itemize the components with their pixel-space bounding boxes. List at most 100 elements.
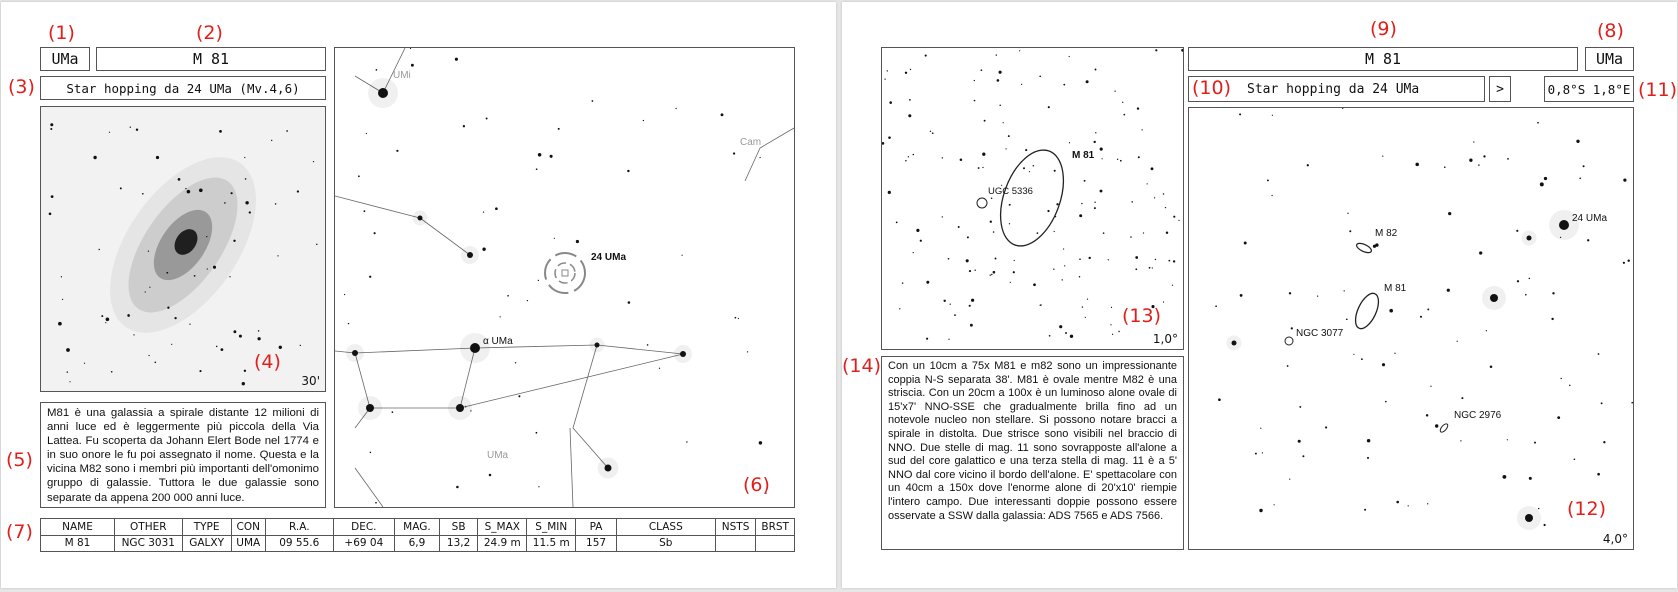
star <box>1456 340 1458 342</box>
star <box>646 344 649 346</box>
star <box>396 149 399 152</box>
star <box>1084 316 1086 318</box>
star <box>193 275 196 277</box>
star <box>1168 259 1171 262</box>
star <box>1528 476 1532 480</box>
star <box>66 348 70 352</box>
star <box>642 119 645 122</box>
star <box>734 316 737 319</box>
star <box>553 237 556 239</box>
star <box>69 381 71 383</box>
star <box>1048 334 1051 337</box>
star <box>1516 280 1520 283</box>
star <box>1056 203 1059 206</box>
table-cell: 24.9 m <box>477 534 528 552</box>
star <box>904 71 908 75</box>
bright-star <box>378 88 388 98</box>
star <box>1415 162 1419 167</box>
star <box>1009 281 1011 283</box>
star <box>889 101 892 104</box>
star <box>882 142 885 145</box>
star <box>968 304 971 307</box>
star <box>947 257 950 260</box>
star <box>1551 317 1554 321</box>
object-name-box: M 81 <box>96 47 326 71</box>
star <box>244 178 247 180</box>
star <box>992 231 995 233</box>
star <box>998 70 1002 74</box>
star <box>907 156 910 158</box>
star <box>989 220 992 223</box>
label-m81: M 81 <box>1072 150 1095 161</box>
star <box>1150 167 1154 171</box>
star <box>1266 179 1269 182</box>
star <box>215 345 218 348</box>
star <box>941 216 943 218</box>
star <box>1286 365 1289 367</box>
bright-star <box>352 350 358 356</box>
marker-1: (1) <box>48 22 75 44</box>
star <box>1068 55 1070 58</box>
bright-star <box>594 342 600 348</box>
star <box>973 99 976 102</box>
star <box>66 371 69 373</box>
star <box>363 210 366 213</box>
star <box>965 259 969 263</box>
star <box>230 192 233 195</box>
star <box>1123 113 1126 116</box>
marker-8: (8) <box>1597 20 1624 42</box>
star <box>1020 83 1023 86</box>
star <box>1025 149 1028 152</box>
star <box>1101 158 1103 160</box>
star <box>495 207 498 211</box>
star <box>1430 385 1432 387</box>
star <box>1033 283 1036 287</box>
marker-12: (12) <box>1567 498 1607 520</box>
star <box>901 282 904 284</box>
table-header-ra: R.A. <box>264 518 334 536</box>
star <box>1099 189 1103 193</box>
star <box>1623 178 1627 182</box>
star <box>912 252 914 254</box>
star <box>199 370 202 373</box>
star <box>1427 503 1429 505</box>
star <box>274 203 277 205</box>
star <box>992 270 996 274</box>
object-name-box-right: M 81 <box>1188 47 1578 71</box>
star <box>409 48 412 50</box>
hop-title-box: Star hopping da 24 UMa (Mv.4,6) <box>40 76 326 100</box>
star <box>1394 352 1396 354</box>
star <box>1114 90 1116 92</box>
star <box>1552 292 1555 295</box>
star <box>1507 158 1509 160</box>
star <box>884 78 886 80</box>
star <box>537 279 540 282</box>
star <box>977 167 980 169</box>
star <box>514 362 517 364</box>
star <box>1178 219 1180 222</box>
star <box>1081 202 1083 205</box>
star <box>1366 438 1371 443</box>
star <box>1290 327 1293 330</box>
star <box>499 316 501 318</box>
star <box>58 321 62 326</box>
star <box>1215 305 1217 308</box>
label-24-uma: 24 UMa <box>591 252 626 263</box>
star <box>369 275 372 278</box>
star <box>1032 164 1035 167</box>
constellation-box-right: UMa <box>1585 47 1634 71</box>
star <box>233 239 236 242</box>
label-ngc2976: NGC 2976 <box>1454 410 1502 421</box>
star <box>1078 275 1081 278</box>
star <box>982 152 986 156</box>
star <box>189 323 191 325</box>
star <box>507 294 509 297</box>
star <box>1260 427 1262 429</box>
m81-ellipse <box>999 149 1065 247</box>
star <box>1111 333 1114 335</box>
star <box>983 119 986 122</box>
star <box>1534 441 1536 444</box>
star <box>1047 209 1050 213</box>
star <box>1425 414 1429 417</box>
star <box>277 255 279 257</box>
